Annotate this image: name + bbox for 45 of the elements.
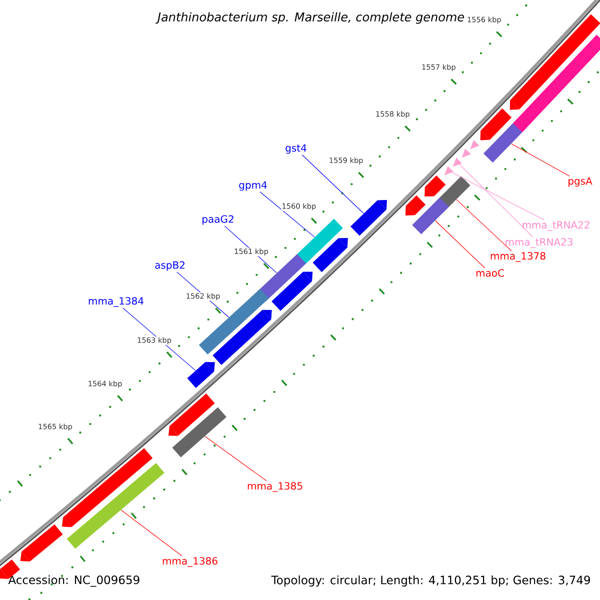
footer-text: Topology: circular; Length: 4,110,251 bp; Genes: 3,749 — [271, 575, 590, 587]
leader-line — [452, 172, 544, 220]
gene-label: pgsA — [568, 177, 592, 187]
gene-feature — [20, 524, 63, 562]
leader-line — [260, 192, 315, 238]
gene-feature — [405, 195, 426, 216]
gene-label: mma_1386 — [162, 557, 218, 567]
trna-marker — [444, 166, 454, 176]
leader-line — [204, 436, 267, 482]
leader-line — [511, 143, 570, 176]
gene-label: maoC — [476, 269, 504, 277]
gene-feature — [168, 394, 215, 436]
leader-line — [459, 164, 534, 238]
gene-label: mma_1378 — [490, 252, 546, 262]
gene-feature — [412, 198, 449, 234]
gene-feature — [212, 310, 272, 366]
gene-feature — [480, 108, 512, 140]
gene-feature — [272, 272, 313, 311]
gene-label: mma_1385 — [248, 482, 302, 492]
gene-feature — [424, 175, 446, 197]
gene-feature — [312, 238, 348, 272]
gene-feature — [512, 34, 600, 132]
trna-marker — [452, 158, 462, 167]
gene-feature — [187, 362, 215, 388]
gene-feature — [62, 448, 153, 528]
gene-label: mma_tRNA23 — [506, 238, 572, 248]
leader-line — [302, 154, 364, 214]
gene-feature — [510, 14, 600, 110]
title: Janthinobacterium sp. Marseille, complete genome — [156, 12, 464, 24]
gene-label: gst4 — [286, 144, 306, 154]
footer-text: Accession: NC_009659 — [8, 575, 140, 587]
gene-feature — [257, 254, 306, 301]
gene-feature — [350, 200, 387, 236]
leader-line — [120, 510, 182, 556]
gene-label: mma_tRNA22 — [522, 221, 590, 231]
gene-label: gpm4 — [239, 181, 267, 191]
gene-label: aspB2 — [155, 261, 184, 271]
gene-feature — [172, 407, 226, 458]
leader-line — [456, 199, 512, 252]
gene-label: paaG2 — [202, 215, 234, 225]
trna-marker — [462, 148, 471, 158]
trna-marker — [470, 140, 480, 150]
gene-feature — [66, 463, 164, 549]
gene-label: mma_1384 — [88, 297, 144, 307]
gene-feature — [296, 218, 343, 264]
